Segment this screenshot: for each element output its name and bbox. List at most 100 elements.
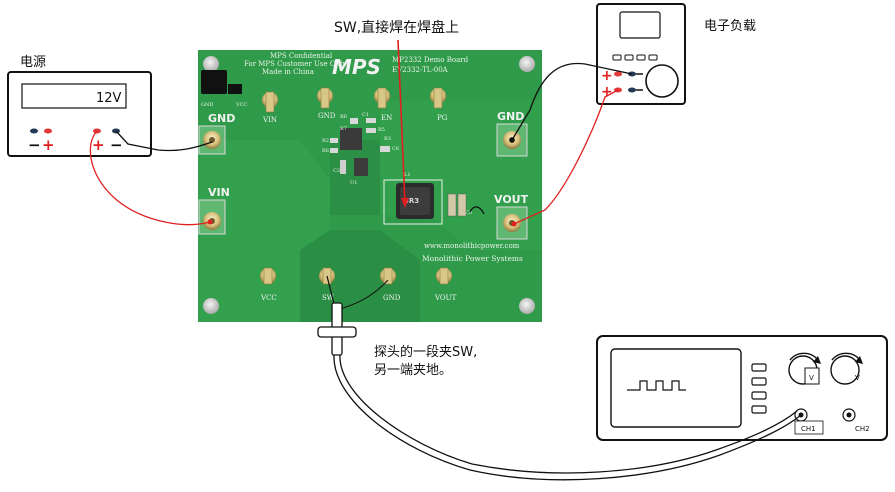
load-plus-1: +: [601, 68, 613, 84]
website-silk: www.monolithicpower.com: [424, 242, 520, 250]
terminal-gnd-left: GND: [198, 112, 235, 155]
scope-knob-ch2-arrow: [831, 352, 861, 361]
scope-softkey-3: [751, 391, 767, 400]
tp-gnd-top: GND: [317, 87, 336, 120]
ref-u1: U1: [350, 180, 357, 186]
inductor-marking: 3R3: [404, 197, 419, 205]
terminal-gnd-right: GND: [496, 110, 528, 157]
scope-ch1-tag: [794, 420, 824, 435]
tp-vout-bottom: VOUT: [434, 267, 457, 302]
supply-out-plus: +: [92, 136, 105, 154]
tp-pg-label: PG: [437, 114, 448, 122]
tp-gnd-top-label: GND: [318, 112, 336, 120]
scope-probe: [317, 275, 802, 481]
tp-vcc-label: VCC: [260, 294, 277, 302]
probe-cable-inner: [339, 354, 798, 474]
res-r2: [330, 138, 338, 143]
tp-gnd-bottom-label: GND: [383, 294, 401, 302]
sw-annotation: SW,直接焊在焊盘上: [334, 19, 459, 36]
load-knob: [645, 64, 679, 98]
ref-c2: C2: [333, 168, 340, 174]
supply-title: 电源: [20, 55, 46, 70]
ref-r7: R7: [340, 126, 347, 132]
supply-display: [21, 83, 127, 109]
terminal-gnd-right-label: GND: [497, 110, 524, 123]
scope-softkey-1: [751, 363, 767, 372]
load-button-3: [636, 54, 646, 61]
probe-note-line1: 探头的一段夹SW,: [374, 344, 477, 360]
load-button-1: [612, 54, 622, 61]
inductor-outline: [383, 179, 443, 225]
terminal-vin-left-label: VIN: [208, 186, 230, 199]
supply-left-minus: −: [28, 136, 41, 154]
ref-r2: R2: [322, 138, 329, 144]
terminal-vin-left: VIN: [198, 186, 230, 235]
load-pos-terminal: [614, 71, 622, 77]
demo-board-part: EV2332-TL-00A: [392, 66, 449, 74]
res-r5: [366, 118, 376, 123]
mount-hole-bl: [203, 298, 219, 314]
terminal-vout-right: VOUT: [494, 193, 529, 240]
tp-en-label: EN: [381, 114, 392, 122]
mount-hole-br: [519, 298, 535, 314]
tp-vout-bottom-label: VOUT: [434, 294, 457, 302]
tp-vin-label: VIN: [262, 116, 277, 124]
demo-board-name: MP2332 Demo Board: [392, 56, 469, 64]
scope-waveform: [627, 380, 686, 391]
scope-screen: [610, 348, 742, 428]
cap-c1: [350, 118, 358, 124]
scope-knob-ch1-box: [804, 367, 820, 385]
inductor-top: [400, 187, 430, 215]
ref-r8: R8: [322, 148, 329, 154]
board-title-line1: MPS Confidential: [270, 52, 333, 60]
scope-softkey-4: [751, 405, 767, 414]
wire-supply-to-vin: [89, 130, 211, 226]
ref-c6: C6: [392, 146, 399, 152]
copper-gnd-plane: [300, 230, 420, 322]
terminal-vout-right-label: VOUT: [494, 193, 529, 206]
scope-knob-ch2-arrowhead: [855, 356, 863, 364]
ref-r6: R6: [340, 114, 347, 120]
res-r6: [366, 128, 376, 133]
scope-knob-ch1-arrowhead: [813, 356, 821, 364]
load-neg-terminal-2: [628, 87, 636, 93]
jumper-header: [201, 70, 227, 94]
scope-knob-ch1-arrow: [789, 352, 819, 361]
scope-softkey-2: [751, 377, 767, 386]
scope-knob-ch1-v: V: [809, 374, 814, 382]
tp-sw-label: SW: [322, 294, 335, 302]
mount-hole-tl: [203, 56, 219, 72]
ref-c3: C3: [465, 210, 472, 216]
scope-knob-ch2: [830, 355, 860, 385]
sw-arrow-head: [401, 198, 409, 208]
cap-out2: [457, 193, 467, 217]
probe-note-line2: 另一端夹地。: [374, 363, 452, 378]
res-r8: [330, 148, 338, 153]
probe-cable-outer: [333, 354, 802, 481]
load-display: [619, 11, 661, 39]
tp-vin: VIN: [262, 91, 278, 124]
ref-r5: R5: [378, 127, 385, 133]
tp-pg: PG: [430, 87, 448, 122]
wire-load-to-vout: [513, 89, 619, 225]
load-title: 电子负载: [704, 19, 756, 34]
probe-tip-wire: [326, 275, 335, 305]
ref-c1: C1: [362, 112, 369, 118]
ic-small: [354, 158, 368, 176]
load-button-4: [648, 54, 658, 61]
cap-out1: [447, 193, 457, 217]
cap-c6: [380, 146, 390, 152]
load-button-2: [624, 54, 634, 61]
short-loop: [469, 206, 485, 215]
wire-supply-to-gnd: [115, 130, 213, 152]
jumper-pin: [228, 84, 242, 94]
tp-vcc: VCC: [260, 267, 277, 302]
tp-gnd-bottom: GND: [380, 267, 401, 302]
supply-left-plus: +: [42, 136, 55, 154]
wire-load-to-gnd: [511, 62, 633, 141]
ref-l1: L1: [404, 172, 411, 178]
load-plus-2: +: [601, 84, 613, 100]
oscilloscope: V V CH1 CH2: [596, 335, 888, 441]
copper-vin-plane: [198, 140, 330, 322]
